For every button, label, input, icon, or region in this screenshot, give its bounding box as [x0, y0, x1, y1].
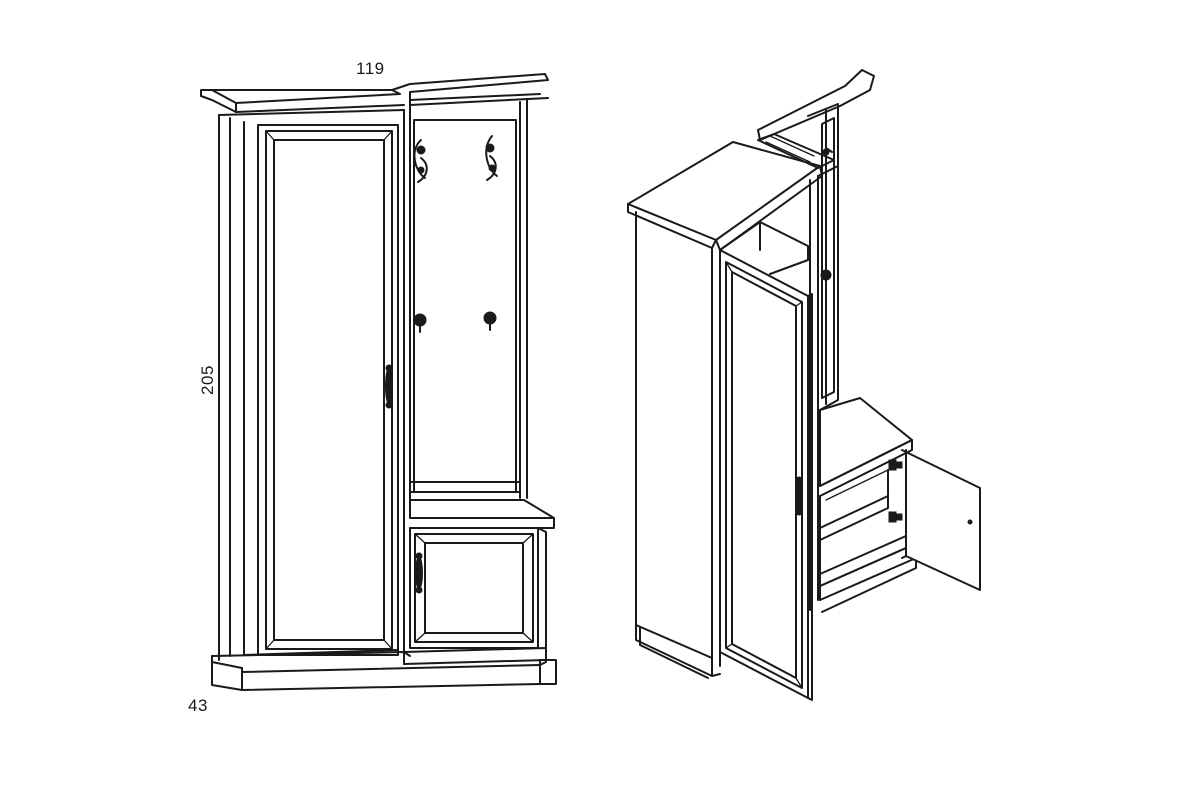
width-dimension-label: 119 — [356, 59, 385, 78]
persp-hinge-bottom-icon — [888, 511, 903, 523]
persp-coat-panel — [820, 117, 835, 399]
coat-hook-top-left-icon — [413, 139, 428, 183]
coat-hook-top-right-icon — [485, 135, 498, 181]
wardrobe-body — [218, 109, 405, 665]
front-view — [200, 73, 557, 691]
tall-door — [257, 124, 399, 656]
persp-door-handle-icon — [795, 476, 803, 516]
front-cornice — [200, 73, 549, 116]
persp-hinge-top-icon — [888, 459, 903, 471]
front-plinth — [211, 647, 557, 691]
coat-panel — [409, 99, 528, 501]
depth-dimension-label: 43 — [188, 696, 208, 715]
bench-seat — [409, 499, 555, 529]
height-dimension-label: 205 — [197, 365, 217, 395]
persp-interior — [719, 103, 839, 411]
coat-hook-mid-left-icon — [413, 313, 427, 333]
perspective-view — [627, 69, 981, 701]
tall-door-handle-icon — [385, 364, 393, 409]
cabinet-door-handle-icon — [415, 552, 423, 594]
persp-side-panel — [635, 211, 721, 679]
persp-open-door — [719, 249, 813, 701]
coat-hook-mid-right-icon — [483, 311, 497, 331]
shoe-cabinet-door — [409, 527, 547, 653]
persp-open-cabinet-door — [901, 449, 981, 591]
persp-bench — [819, 397, 917, 613]
